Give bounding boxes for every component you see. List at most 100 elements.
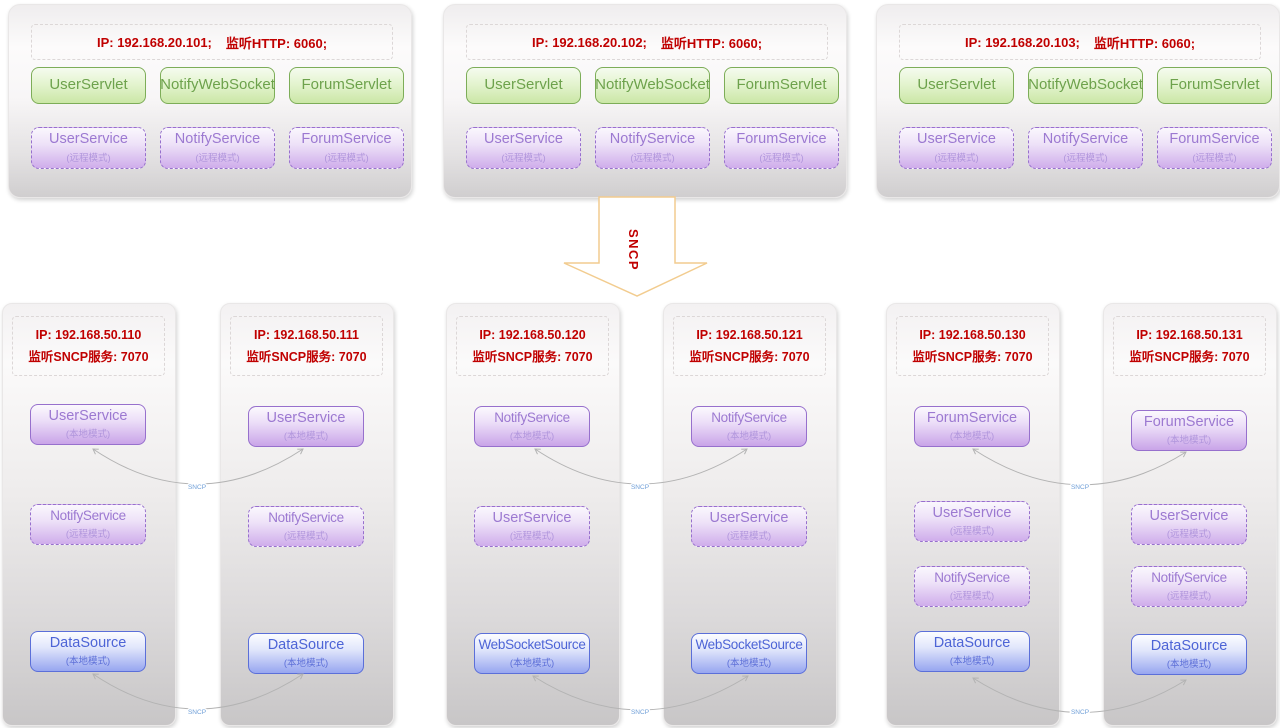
service-mode: (远程模式)	[1166, 590, 1212, 602]
service-box-userservice: UserService(远程模式)	[899, 127, 1014, 169]
service-box-notifyservice: NotifyService(远程模式)	[1028, 127, 1143, 169]
service-mode: (远程模式)	[324, 152, 369, 164]
service-mode: (远程模式)	[726, 531, 772, 543]
node-address-header: IP: 192.168.20.103; 监听HTTP: 6060;	[899, 24, 1261, 60]
service-mode: (远程模式)	[759, 152, 804, 164]
service-mode: (本地模式)	[726, 657, 772, 669]
service-box-notifyservice: NotifyService(远程模式)	[248, 506, 364, 547]
service-name: NotifyService	[50, 508, 126, 524]
sncp-flow-arrow-icon	[563, 196, 708, 297]
service-name: UserService	[48, 407, 128, 424]
source-box-websocketsource: WebSocketSource(本地模式)	[474, 633, 590, 674]
service-name: DataSource	[267, 636, 345, 653]
service-mode: (本地模式)	[509, 657, 555, 669]
remote-service-row: UserService (远程模式) NotifyService (远程模式) Foru…	[466, 127, 839, 169]
node-ip-text: IP: 192.168.50.121	[696, 327, 803, 342]
node-ip-text: IP: 192.168.20.101;	[96, 34, 212, 50]
node-listen-text: 监听SNCP服务: 7070	[1129, 349, 1250, 364]
node-address-header: IP: 192.168.50.110 监听SNCP服务: 7070	[12, 316, 165, 376]
service-box-notifyservice: NotifyService(本地模式)	[474, 406, 590, 447]
service-name: DataSource	[49, 634, 127, 651]
service-name: DataSource	[1150, 637, 1228, 654]
service-mode: (远程模式)	[195, 152, 240, 164]
service-name: UserService	[492, 509, 572, 526]
sncp-node-130: IP: 192.168.50.130 监听SNCP服务: 7070 ForumS…	[886, 303, 1060, 726]
service-name: UserService	[709, 509, 789, 526]
servlet-box-forumservlet: ForumServlet	[1157, 67, 1272, 104]
node-listen-text: 监听SNCP服务: 7070	[912, 349, 1033, 364]
service-mode: (本地模式)	[949, 656, 995, 668]
service-name: NotifyService	[174, 131, 261, 148]
http-node-101: IP: 192.168.20.101; 监听HTTP: 6060; UserSe…	[8, 4, 412, 198]
servlet-box-forumservlet: ForumServlet	[289, 67, 404, 104]
servlet-box-notifywebsocket: NotifyWebSocket	[160, 67, 275, 104]
node-ip-text: IP: 192.168.20.102;	[531, 34, 647, 50]
link-label: SNCP	[631, 484, 649, 491]
node-listen-text: 监听SNCP服务: 7070	[246, 349, 367, 364]
service-box-userservice: UserService(远程模式)	[914, 501, 1030, 542]
service-mode: (远程模式)	[1166, 529, 1212, 541]
sncp-node-110: IP: 192.168.50.110 监听SNCP服务: 7070 UserSe…	[2, 303, 176, 726]
service-name: NotifyWebSocket	[160, 76, 275, 94]
service-mode: (本地模式)	[1166, 435, 1212, 447]
service-mode: (本地模式)	[509, 430, 555, 442]
service-name: DataSource	[933, 634, 1011, 651]
service-mode: (远程模式)	[1063, 152, 1108, 164]
link-label: SNCP	[631, 709, 649, 716]
service-box-forumservice: ForumService (远程模式)	[289, 127, 404, 169]
service-mode: (本地模式)	[726, 430, 772, 442]
servlet-box-notifywebsocket: NotifyWebSocket	[595, 67, 710, 104]
service-mode: (远程模式)	[1192, 152, 1237, 164]
service-box-notifyservice: NotifyService (远程模式)	[160, 127, 275, 169]
service-name: ForumServlet	[1169, 76, 1260, 94]
service-box-notifyservice: NotifyService(远程模式)	[914, 566, 1030, 607]
service-name: UserService	[1149, 507, 1229, 524]
servlet-box-userservlet: UserServlet	[466, 67, 581, 104]
remote-service-row: UserService(远程模式) NotifyService(远程模式) Foru…	[899, 127, 1272, 169]
service-mode: (远程模式)	[509, 531, 555, 543]
service-name: UserService	[484, 131, 563, 148]
service-box-userservice: UserService (远程模式)	[474, 506, 590, 547]
service-name: NotifyService	[609, 131, 696, 148]
service-name: ForumServlet	[301, 76, 392, 94]
service-mode: (远程模式)	[501, 152, 546, 164]
service-mode: (本地模式)	[65, 429, 111, 441]
node-ip-text: IP: 192.168.20.103;	[964, 34, 1080, 50]
service-box-userservice: UserService (本地模式)	[248, 406, 364, 447]
service-box-notifyservice: NotifyService(远程模式)	[1131, 566, 1247, 607]
link-label: SNCP	[1071, 484, 1089, 491]
service-mode: (远程模式)	[949, 590, 995, 602]
node-listen-text: 监听HTTP: 6060;	[1093, 35, 1196, 51]
source-box-datasource: DataSource (本地模式)	[248, 633, 364, 674]
service-mode: (本地模式)	[1166, 659, 1212, 671]
node-ip-text: IP: 192.168.50.120	[479, 327, 586, 342]
node-listen-text: 监听SNCP服务: 7070	[28, 349, 149, 364]
service-mode: (本地模式)	[283, 658, 329, 670]
service-box-userservice: UserService (远程模式)	[1131, 504, 1247, 545]
service-name: ForumService	[1169, 131, 1260, 148]
node-ip-text: IP: 192.168.50.131	[1136, 327, 1243, 342]
node-address-header: IP: 192.168.50.121 监听SNCP服务: 7070	[673, 316, 826, 376]
servlet-box-userservlet: UserServlet	[31, 67, 146, 104]
service-box-forumservice: ForumService (远程模式)	[1157, 127, 1272, 169]
service-box-forumservice: ForumService(本地模式)	[914, 406, 1030, 447]
link-label: SNCP	[188, 484, 206, 491]
service-box-notifyservice: NotifyService(本地模式)	[691, 406, 807, 447]
service-name: ForumService	[1143, 413, 1235, 430]
service-name: ForumService	[736, 131, 827, 148]
node-address-header: IP: 192.168.50.111 监听SNCP服务: 7070	[230, 316, 383, 376]
service-mode: (本地模式)	[283, 431, 329, 443]
node-listen-text: 监听HTTP: 6060;	[225, 35, 328, 51]
service-name: ForumServlet	[736, 76, 827, 94]
source-box-datasource: DataSource(本地模式)	[30, 631, 146, 672]
node-ip-text: IP: 192.168.50.130	[919, 327, 1026, 342]
service-name: ForumService	[301, 131, 392, 148]
service-box-notifyservice: NotifyService(远程模式)	[30, 504, 146, 545]
source-box-websocketsource: WebSocketSource(本地模式)	[691, 633, 807, 674]
service-name: UserServlet	[49, 76, 128, 94]
servlet-box-forumservlet: ForumServlet	[724, 67, 839, 104]
service-name: UserService	[266, 409, 346, 426]
remote-service-row: UserService(远程模式)NotifyService(远程模式)Foru…	[31, 127, 404, 169]
servlet-row: UserServlet NotifyWebSocket ForumServlet	[466, 67, 839, 104]
